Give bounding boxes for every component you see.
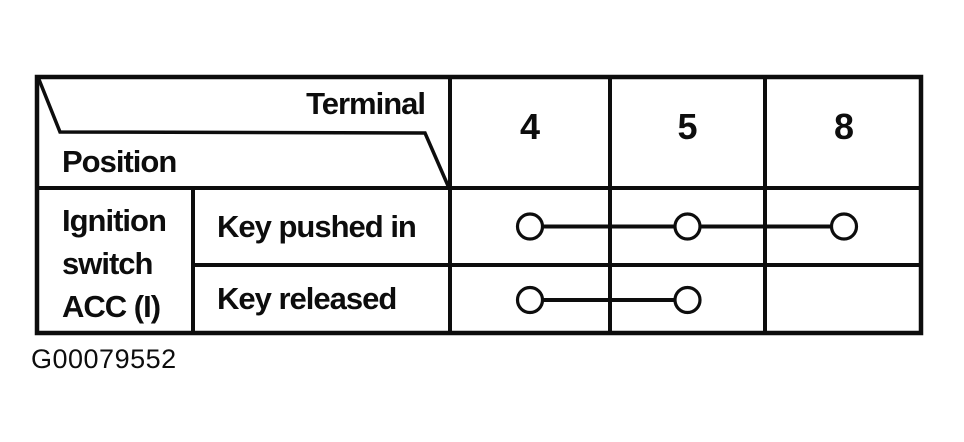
corner-cell-diagonal-divider bbox=[36, 76, 451, 189]
row-label-key-pushed-in: Key pushed in bbox=[217, 209, 417, 244]
row-group-label: Ignition switch ACC (I) bbox=[62, 199, 167, 328]
terminal-column-header-5: 5 bbox=[677, 106, 698, 147]
continuity-circle bbox=[673, 285, 702, 315]
terminal-header-label: Terminal bbox=[306, 86, 426, 121]
continuity-circle bbox=[515, 212, 545, 241]
continuity-circle bbox=[515, 285, 545, 315]
row-group-label-line-1: Ignition bbox=[62, 203, 167, 238]
continuity-circle bbox=[829, 212, 859, 241]
row-label-key-released: Key released bbox=[217, 281, 397, 316]
table-outer-border bbox=[34, 74, 924, 336]
continuity-markers bbox=[515, 212, 859, 315]
terminal-column-header-4: 4 bbox=[519, 106, 541, 147]
figure-id-label: G00079552 bbox=[31, 344, 177, 374]
row-group-label-line-2: switch bbox=[62, 246, 153, 281]
continuity-circle bbox=[673, 212, 702, 241]
terminal-column-header-8: 8 bbox=[833, 106, 855, 147]
position-header-label: Position bbox=[62, 144, 177, 179]
row-group-label-line-3: ACC (I) bbox=[62, 289, 161, 324]
